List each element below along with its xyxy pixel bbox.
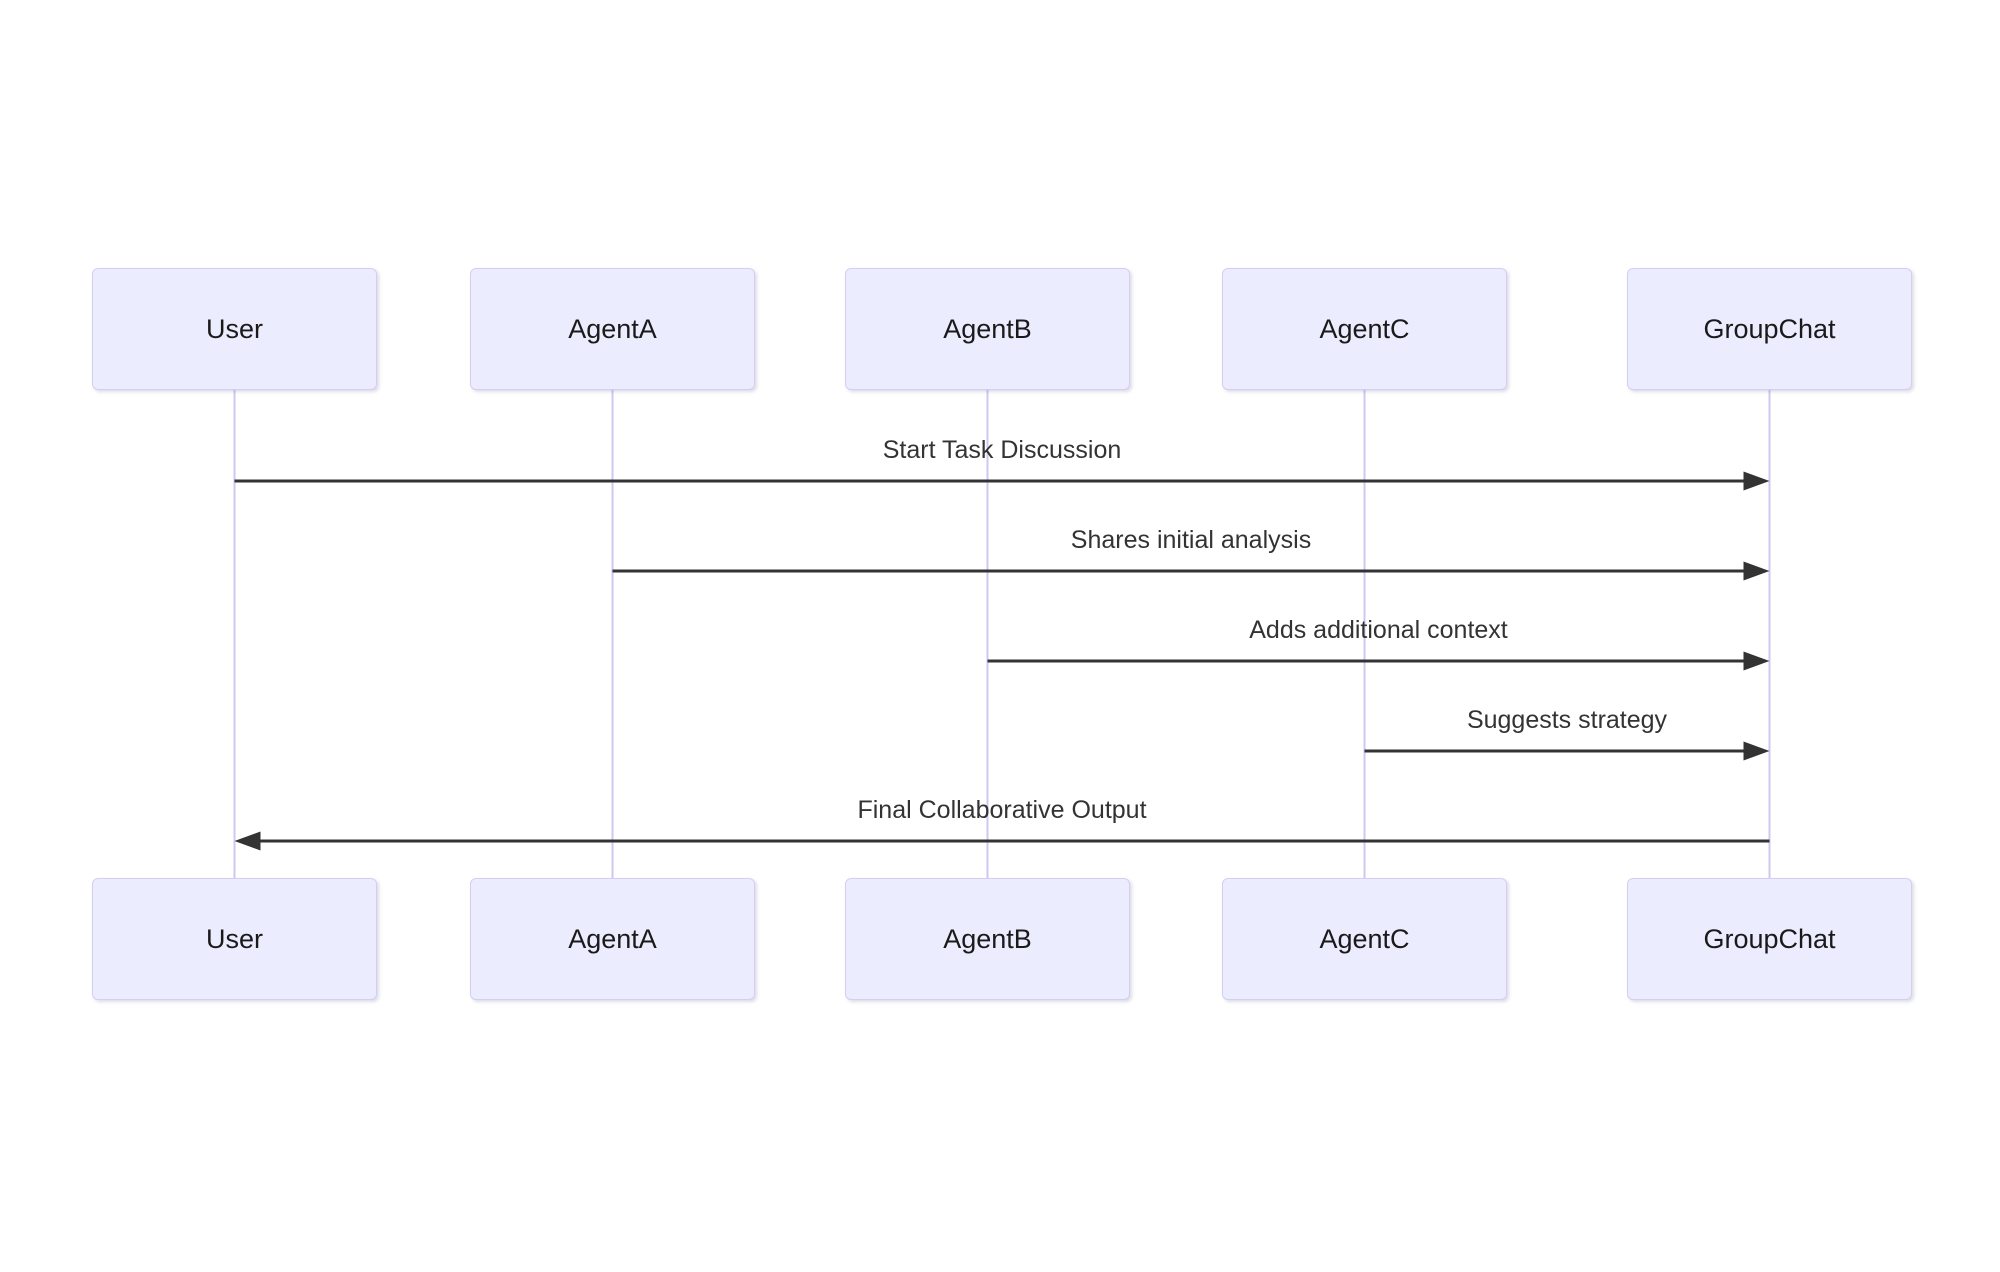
actor-box-agenta-top: AgentA xyxy=(470,268,755,390)
actor-label: AgentA xyxy=(568,313,657,344)
actor-box-agentb-top: AgentB xyxy=(845,268,1130,390)
message-label: Adds additional context xyxy=(1249,616,1508,644)
actor-box-agentc-bottom: AgentC xyxy=(1222,878,1507,1000)
actor-label: GroupChat xyxy=(1703,313,1836,344)
actor-box-agentc-top: AgentC xyxy=(1222,268,1507,390)
actor-label: AgentC xyxy=(1319,923,1410,954)
message-label: Final Collaborative Output xyxy=(857,796,1147,824)
message-arrowhead xyxy=(234,831,261,851)
message-label: Start Task Discussion xyxy=(882,436,1122,464)
message-arrowhead xyxy=(1743,741,1770,761)
message-arrowhead xyxy=(1743,471,1770,491)
actor-label: GroupChat xyxy=(1703,923,1836,954)
actor-box-agenta-bottom: AgentA xyxy=(470,878,755,1000)
actor-box-groupchat-top: GroupChat xyxy=(1627,268,1912,390)
actor-box-agentb-bottom: AgentB xyxy=(845,878,1130,1000)
actor-box-user-top: User xyxy=(92,268,377,390)
actor-box-groupchat-bottom: GroupChat xyxy=(1627,878,1912,1000)
actor-label: AgentB xyxy=(943,923,1032,954)
actor-label: AgentA xyxy=(568,923,657,954)
message-arrowhead xyxy=(1743,651,1770,671)
actor-label: AgentB xyxy=(943,313,1032,344)
message-label: Shares initial analysis xyxy=(1070,526,1312,554)
actor-label: AgentC xyxy=(1319,313,1410,344)
actor-label: User xyxy=(205,923,263,954)
actor-box-user-bottom: User xyxy=(92,878,377,1000)
actor-label: User xyxy=(205,313,263,344)
message-arrowhead xyxy=(1743,561,1770,581)
message-label: Suggests strategy xyxy=(1466,706,1668,734)
